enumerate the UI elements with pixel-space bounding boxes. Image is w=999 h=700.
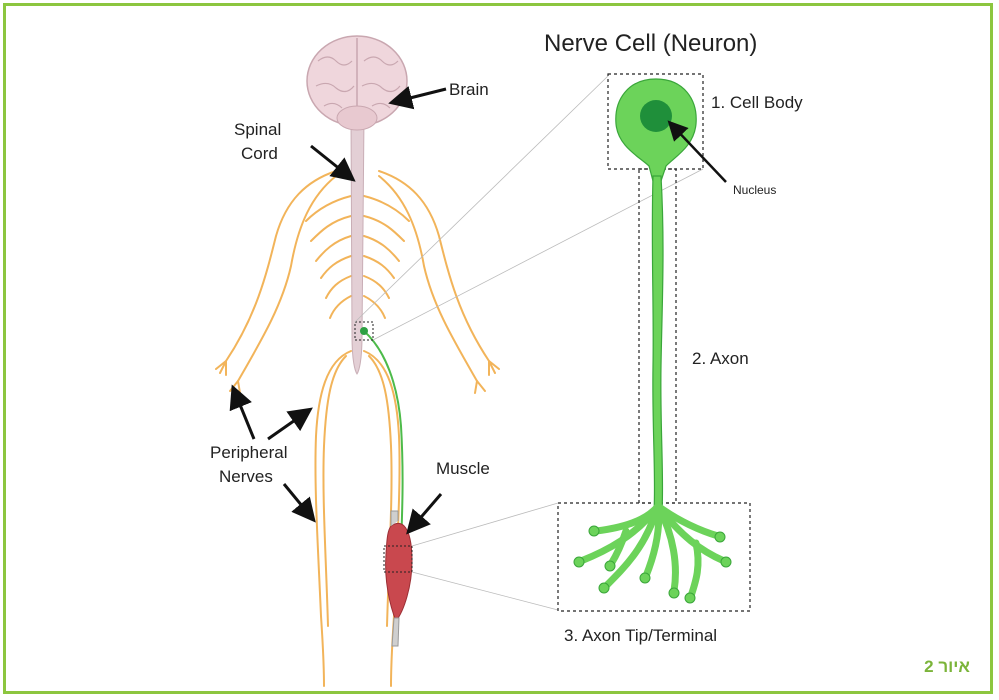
peripheral-arrow-leg xyxy=(268,411,308,439)
neuron xyxy=(574,79,731,603)
label-axon: 2. Axon xyxy=(692,349,749,368)
label-axon-tip: 3. Axon Tip/Terminal xyxy=(564,626,717,645)
label-peripheral-2: Nerves xyxy=(219,467,273,486)
brain xyxy=(307,36,407,130)
spinal-cord xyxy=(351,116,364,374)
label-peripheral-1: Peripheral xyxy=(210,443,288,462)
label-spinal-cord-2: Cord xyxy=(241,144,278,163)
nucleus xyxy=(640,100,672,132)
label-spinal-cord-1: Spinal xyxy=(234,120,281,139)
diagram-title: Nerve Cell (Neuron) xyxy=(544,30,757,57)
label-brain: Brain xyxy=(449,80,489,99)
figure-frame: Nerve Cell (Neuron) Brain Spinal Cord Pe… xyxy=(3,3,993,694)
muscle-shape xyxy=(386,511,412,646)
label-muscle: Muscle xyxy=(436,459,490,478)
peripheral-arrow-arm xyxy=(234,390,254,439)
label-nucleus: Nucleus xyxy=(733,183,776,197)
label-cell-body: 1. Cell Body xyxy=(711,93,803,112)
small-cell-body xyxy=(360,327,368,335)
muscle-arrow xyxy=(410,494,441,530)
peripheral-arrow-lower xyxy=(284,484,312,518)
figure-caption: איור 2 xyxy=(924,657,970,677)
diagram-canvas: Nerve Cell (Neuron) Brain Spinal Cord Pe… xyxy=(6,6,990,691)
